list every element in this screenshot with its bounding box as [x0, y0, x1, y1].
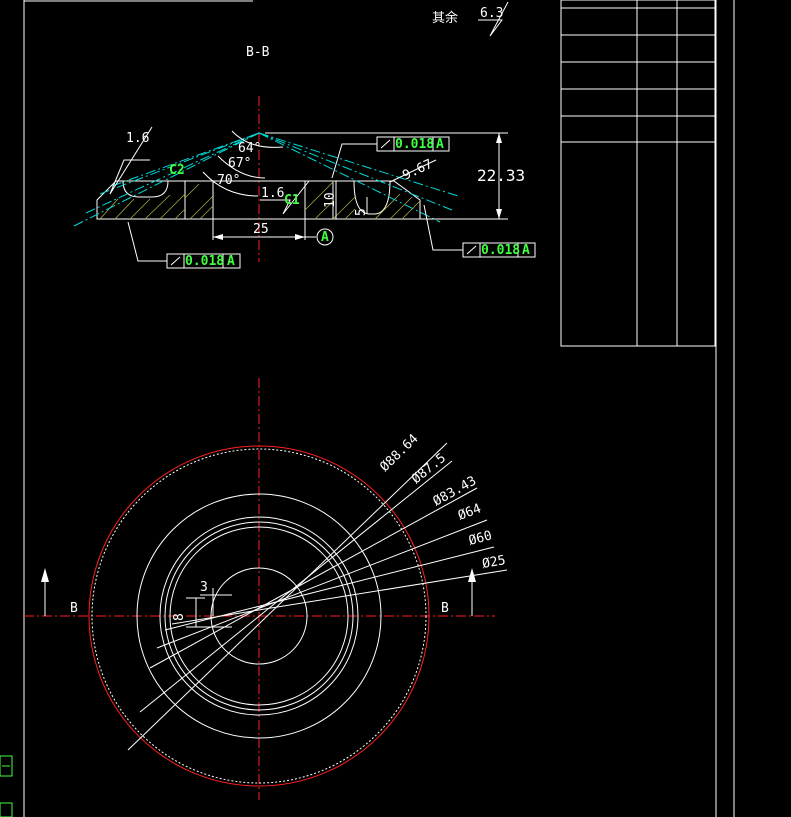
- diameter-leaders: [127, 442, 508, 751]
- circle-83: [159, 516, 359, 716]
- section-body: [96, 180, 421, 220]
- roughness-note-text: 其余: [432, 10, 458, 26]
- roughness-bore-icon: [260, 180, 310, 215]
- section-view: B-B: [73, 45, 536, 269]
- tolerance-left-value: 0.018: [185, 254, 224, 269]
- dia-87-text: Ø87.5: [409, 451, 449, 487]
- section-label: B-B: [246, 45, 270, 60]
- roughness-left-text: 1.6: [126, 131, 149, 146]
- angle-67-text: 67°: [228, 156, 251, 171]
- bore-width-dimension: 25: [212, 219, 316, 240]
- runout-arrow-icon: [380, 139, 391, 149]
- angle-arc-64: [231, 130, 284, 148]
- angle-70-text: 70°: [217, 173, 240, 188]
- circle-25: [210, 567, 308, 665]
- plan-view: 3 8 Ø88.64 Ø87.5 Ø83.43 Ø64 Ø60 Ø25 B B: [24, 378, 508, 800]
- dia-60-text: Ø60: [467, 528, 494, 549]
- tolerance-frame-right: 0.018 A: [423, 204, 536, 258]
- tolerance-top-datum: A: [436, 137, 444, 152]
- tolerance-frame-top: 0.018 A: [331, 136, 450, 179]
- roughness-symbol-icon: [478, 1, 509, 37]
- angle-64-text: 64°: [238, 141, 261, 156]
- section-mark-left-text: B: [70, 601, 78, 616]
- dia-64-text: Ø64: [456, 501, 483, 523]
- cone-lines: [73, 132, 459, 227]
- roughness-note-value: 6.3: [480, 6, 503, 21]
- drawing-frame: [23, 0, 735, 817]
- groove-depth-text: 10: [323, 192, 338, 208]
- height-dim-text: 22.33: [477, 166, 525, 185]
- tolerance-top-value: 0.018: [395, 137, 434, 152]
- roughness-bore-text: 1.6: [261, 186, 284, 201]
- chamfer-dim-text: 9.67: [400, 157, 435, 184]
- arrow-up-icon: [468, 568, 476, 582]
- roughness-note: 其余 6.3: [432, 1, 509, 37]
- circle-64: [164, 521, 354, 711]
- runout-arrow-icon: [170, 256, 181, 266]
- outer-circle-red: [88, 445, 430, 787]
- roughness-left-icon: [109, 126, 153, 195]
- section-mark-right: B: [441, 568, 476, 616]
- tolerance-frame-left: 0.018 A: [127, 221, 241, 269]
- dia-25-text: Ø25: [481, 553, 507, 572]
- datum-a-text: A: [321, 230, 329, 245]
- circle-60: [169, 526, 349, 706]
- groove-small-text: 5: [354, 208, 369, 216]
- section-mark-left: B: [41, 568, 78, 616]
- chamfer-c2: C2: [169, 163, 185, 178]
- height-dimension: 22.33: [265, 132, 525, 220]
- arrow-up-icon: [41, 568, 49, 582]
- tolerance-right-datum: A: [522, 243, 530, 258]
- circle-87: [136, 493, 382, 739]
- section-mark-right-text: B: [441, 601, 449, 616]
- dim-3-text: 3: [200, 580, 208, 595]
- bore-width-text: 25: [253, 222, 269, 237]
- hatching: [99, 180, 421, 220]
- angle-arc-70: [202, 171, 259, 197]
- outer-circle-white: [91, 448, 427, 784]
- edge-marks: [0, 755, 13, 817]
- chamfer-c1: C1: [284, 193, 300, 208]
- tolerance-left-datum: A: [227, 254, 235, 269]
- title-block-table: [560, 0, 716, 347]
- runout-arrow-icon: [466, 245, 477, 255]
- chamfer-leader: [389, 159, 437, 183]
- tolerance-right-value: 0.018: [481, 243, 520, 258]
- datum-a: A: [316, 228, 334, 246]
- groove-depth-dimension: 10 5: [323, 181, 369, 219]
- angle-arc-67: [217, 155, 266, 179]
- small-dimensions: 3 8: [172, 580, 232, 628]
- dia-88-text: Ø88.64: [377, 431, 421, 475]
- dim-8-text: 8: [172, 613, 187, 621]
